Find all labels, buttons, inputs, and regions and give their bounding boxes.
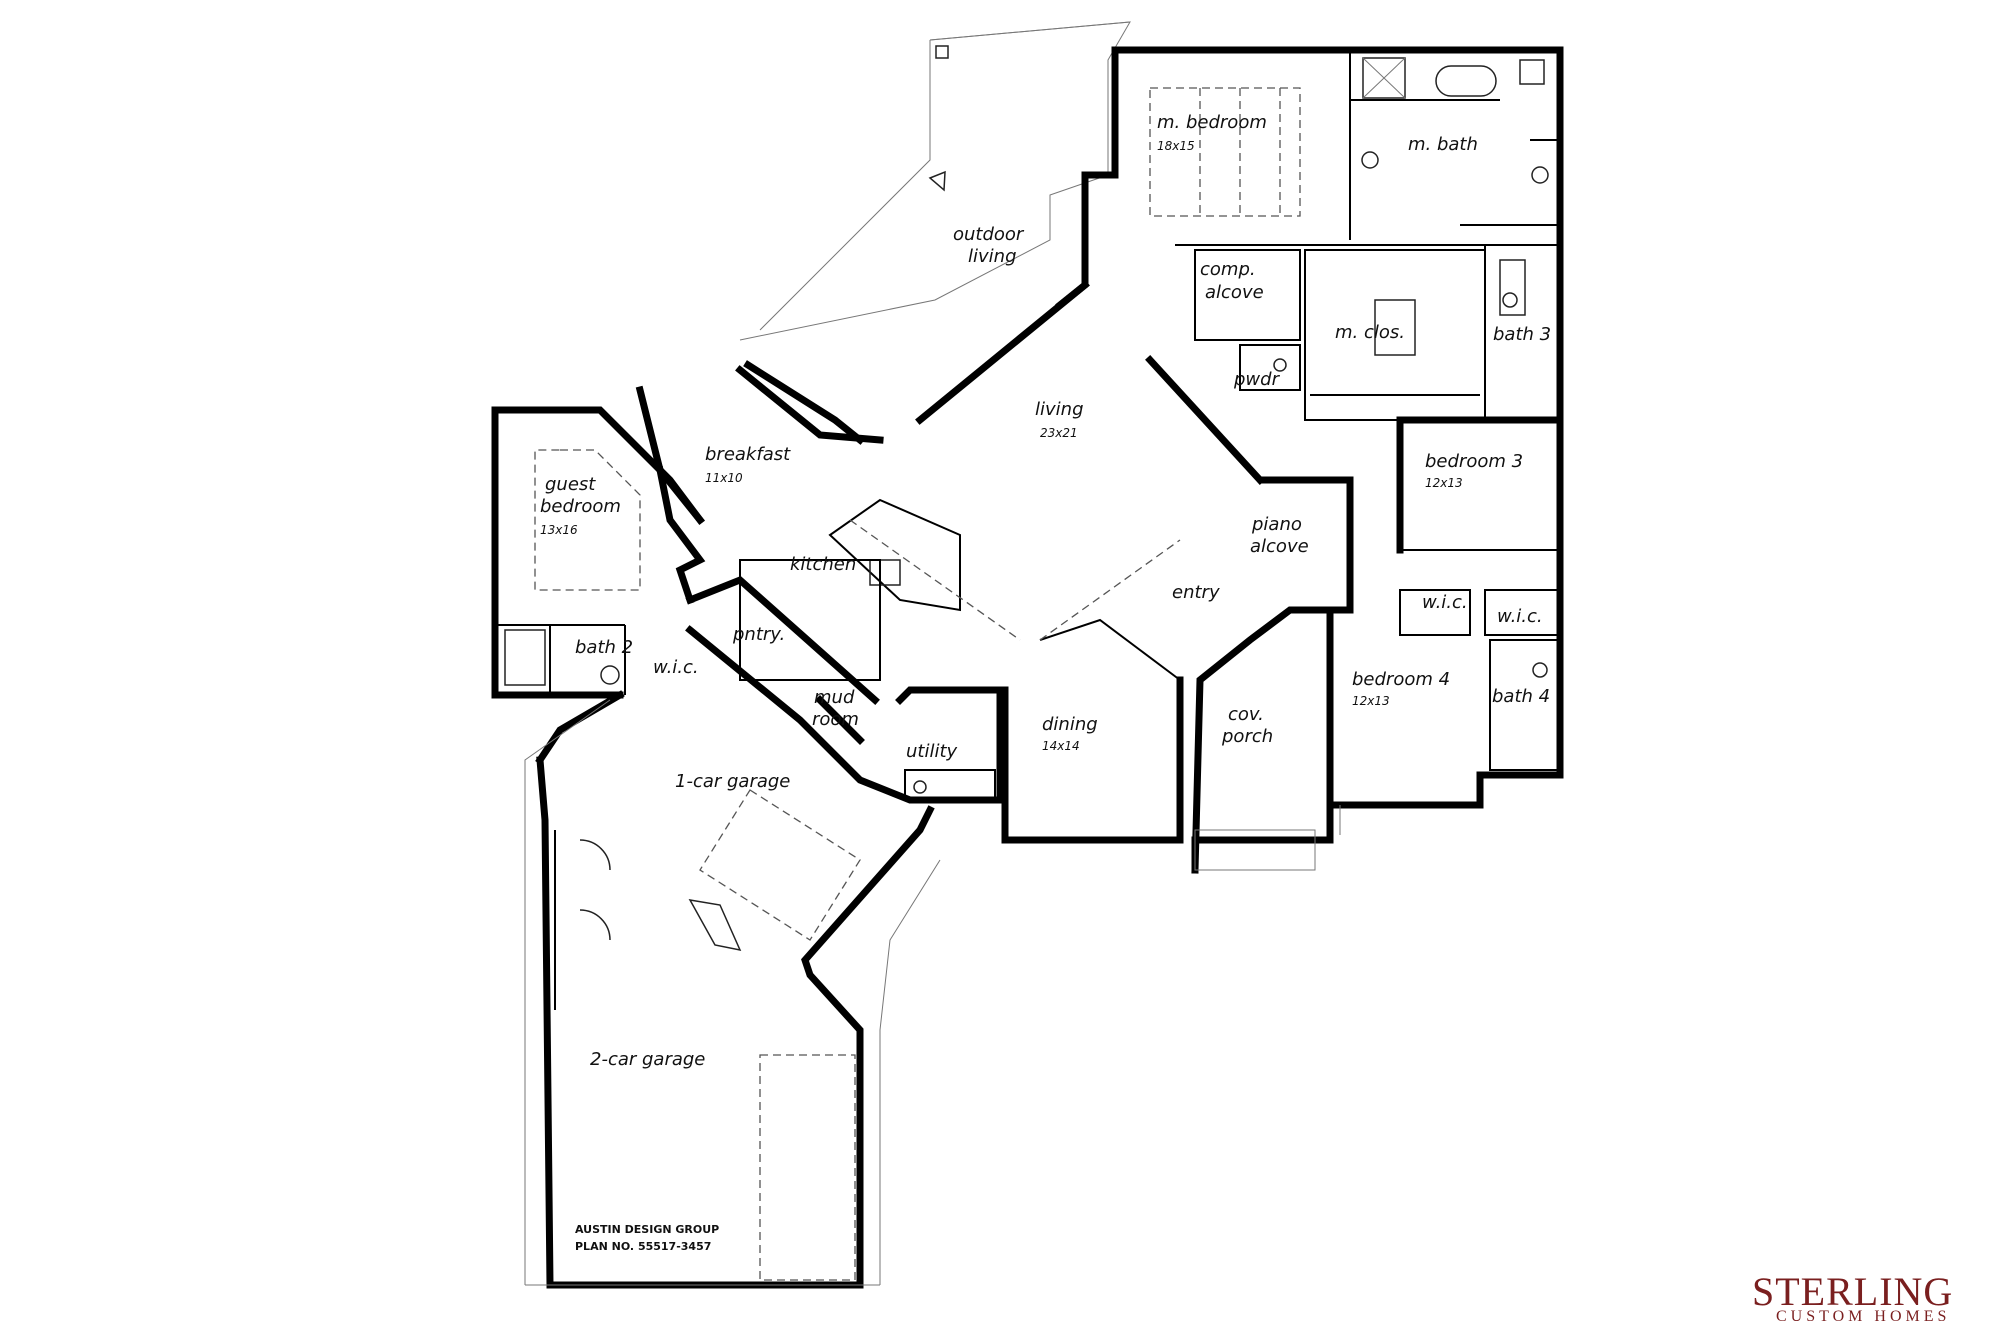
label-mud-room-2: room [812,709,859,730]
label-outdoor-living-1: outdoor [953,224,1025,245]
label-piano-alcove-1: piano [1251,514,1302,535]
label-wic-b3: w.i.c. [1422,592,1468,613]
label-m-clos: m. clos. [1335,322,1405,343]
label-comp-alcove-1: comp. [1200,259,1256,280]
label-bedroom4: bedroom 4 [1352,669,1450,690]
dim-bedroom3: 12x13 [1425,476,1463,490]
dining-walls [1001,539,1184,844]
label-m-bedroom: m. bedroom [1157,112,1267,133]
label-pntry: pntry. [732,624,785,645]
label-wic-b4: w.i.c. [1497,606,1543,627]
pantry-utility-walls [685,625,1004,804]
credit-line-1: AUSTIN DESIGN GROUP [575,1223,719,1236]
sterling-logo-subtitle: CUSTOM HOMES [1776,1308,1951,1325]
label-cov-porch-1: cov. [1228,704,1264,725]
label-living: living [1035,399,1084,420]
dim-breakfast: 11x10 [705,471,743,485]
label-entry: entry [1172,582,1220,603]
dim-bedroom4: 12x13 [1352,694,1390,708]
label-mud-room-1: mud [814,687,855,708]
label-m-bath: m. bath [1408,134,1478,155]
label-comp-alcove-2: alcove [1205,282,1264,303]
label-bath2: bath 2 [575,637,633,658]
label-garage1: 1-car garage [675,771,790,792]
label-guest-bedroom-1: guest [545,474,596,495]
guest-wing-walls [491,406,705,699]
dim-dining: 14x14 [1042,739,1080,753]
dim-living: 23x21 [1040,426,1078,440]
label-garage2: 2-car garage [590,1049,705,1070]
room-labels: m. bedroom 18x15 m. bath outdoor living … [540,112,1551,1253]
label-kitchen: kitchen [790,554,856,575]
dim-guest-bedroom: 13x16 [540,523,578,537]
kitchen-walls [655,365,1021,705]
label-utility: utility [906,741,958,762]
label-breakfast: breakfast [705,444,791,465]
label-outdoor-living-2: living [968,246,1017,267]
label-cov-porch-2: porch [1221,726,1273,747]
master-suite-walls [1055,46,1564,310]
garage-walls [524,690,941,1289]
label-dining: dining [1042,714,1098,735]
dim-m-bedroom: 18x15 [1157,139,1195,153]
label-bath3: bath 3 [1493,324,1551,345]
label-pwdr: pwdr [1233,369,1281,390]
credit-line-2: PLAN NO. 55517-3457 [575,1240,711,1253]
porch-outline [1194,805,1341,871]
label-bedroom3: bedroom 3 [1425,451,1523,472]
label-guest-bedroom-2: bedroom [540,496,621,517]
closet-area-walls [1194,241,1564,554]
outdoor-living-patio [739,21,1131,341]
label-bath4: bath 4 [1492,686,1550,707]
label-wic-guest: w.i.c. [653,657,699,678]
master-bed-outline [1149,87,1301,217]
label-piano-alcove-2: alcove [1250,536,1309,557]
sterling-logo: STERLING [1752,1269,1954,1314]
